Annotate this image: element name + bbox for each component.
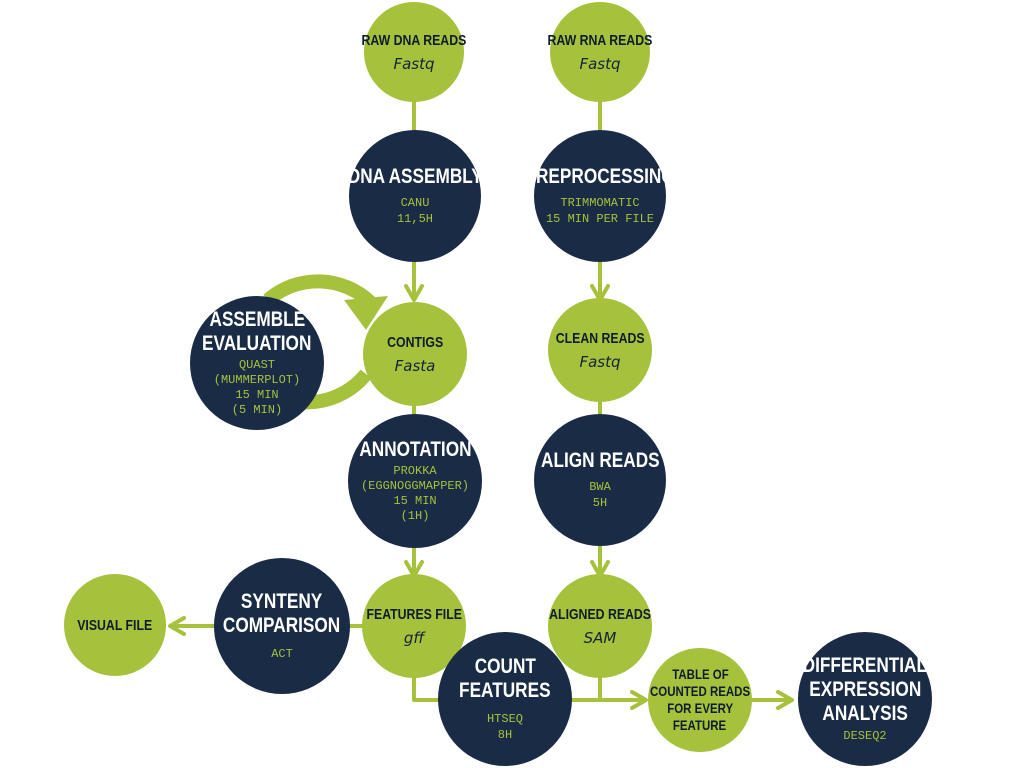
- table-line-1: TABLE OF: [671, 666, 729, 682]
- aligned-reads-title: ALIGNED READS: [549, 606, 651, 623]
- diff-tool: DESEQ2: [843, 729, 887, 743]
- clean-reads-title: CLEAN READS: [555, 330, 645, 347]
- clean-reads-format: Fastq: [579, 353, 621, 371]
- assemble-eval-tool: QUAST: [238, 358, 275, 372]
- raw-rna-format: Fastq: [579, 55, 621, 73]
- count-features-title-2: FEATURES: [459, 679, 551, 702]
- annotation-time-2: (1H): [400, 509, 430, 523]
- visual-file-title: VISUAL FILE: [77, 616, 153, 634]
- table-line-3: FOR EVERY: [667, 700, 733, 716]
- clean-reads-node: CLEAN READS Fastq: [548, 298, 652, 402]
- assemble-evaluation-node: ASSEMBLE EVALUATION QUAST (MUMMERPLOT) 1…: [190, 296, 324, 430]
- dna-assembly-title: DNA ASSEMBLY: [347, 165, 483, 188]
- raw-dna-reads-node: RAW DNA READS Fastq: [361, 2, 467, 102]
- aligned-reads-format: SAM: [583, 629, 617, 647]
- contigs-format: Fasta: [394, 357, 436, 375]
- assemble-eval-tool-2: (MUMMERPLOT): [213, 373, 301, 387]
- contigs-node: CONTIGS Fasta: [363, 302, 467, 406]
- count-features-title-1: COUNT: [474, 655, 536, 678]
- raw-dna-title: RAW DNA READS: [361, 32, 467, 49]
- features-file-title: FEATURES FILE: [366, 606, 462, 623]
- table-line-2: COUNTED READS: [649, 683, 751, 699]
- align-reads-time: 5H: [592, 496, 608, 510]
- dna-assembly-tool: CANU: [400, 196, 430, 210]
- diff-title-2: EXPRESSION: [809, 678, 921, 701]
- preprocessing-title: PREPROCESSING: [524, 165, 676, 188]
- count-features-node: COUNT FEATURES HTSEQ 8H: [438, 632, 572, 766]
- features-file-format: gff: [403, 629, 425, 647]
- assemble-eval-time: 15 MIN: [235, 388, 279, 402]
- table-line-4: FEATURE: [673, 717, 727, 733]
- align-reads-node: ALIGN READS BWA 5H: [534, 414, 666, 546]
- raw-rna-reads-node: RAW RNA READS Fastq: [547, 2, 653, 102]
- table-counted-reads-node: TABLE OF COUNTED READS FOR EVERY FEATURE: [648, 648, 752, 752]
- preprocessing-time: 15 MIN PER FILE: [545, 212, 655, 226]
- differential-expression-node: DIFFERENTIAL EXPRESSION ANALYSIS DESEQ2: [798, 632, 932, 766]
- raw-dna-format: Fastq: [393, 55, 435, 73]
- annotation-tool: PROKKA: [393, 464, 437, 478]
- assemble-eval-title-1: ASSEMBLE: [209, 308, 305, 331]
- assemble-eval-title-2: EVALUATION: [202, 332, 312, 355]
- synteny-title-1: SYNTENY: [241, 590, 323, 613]
- annotation-title: ANNOTATION: [358, 438, 472, 461]
- preprocessing-tool: TRIMMOMATIC: [560, 196, 640, 210]
- synteny-tool: ACT: [271, 647, 293, 661]
- loop-arrow-icon: [263, 274, 375, 308]
- dna-assembly-time: 11,5H: [396, 212, 433, 226]
- synteny-comparison-node: SYNTENY COMPARISON ACT: [214, 558, 350, 694]
- preprocessing-node: PREPROCESSING TRIMMOMATIC 15 MIN PER FIL…: [525, 130, 675, 262]
- annotation-node: ANNOTATION PROKKA (EGGNOGGMAPPER) 15 MIN…: [348, 414, 482, 548]
- synteny-title-2: COMPARISON: [223, 614, 341, 637]
- contigs-title: CONTIGS: [386, 334, 444, 351]
- diff-title-1: DIFFERENTIAL: [802, 654, 928, 677]
- diff-title-3: ANALYSIS: [822, 702, 908, 725]
- visual-file-node: VISUAL FILE: [64, 574, 166, 676]
- assemble-eval-time-2: (5 MIN): [231, 403, 283, 417]
- count-features-tool: HTSEQ: [486, 712, 523, 726]
- align-reads-title: ALIGN READS: [540, 449, 660, 472]
- count-features-time: 8H: [497, 728, 513, 742]
- annotation-tool-2: (EGGNOGGMAPPER): [360, 479, 470, 493]
- annotation-time: 15 MIN: [393, 494, 437, 508]
- align-reads-tool: BWA: [589, 480, 611, 494]
- raw-rna-title: RAW RNA READS: [547, 32, 653, 49]
- aligned-reads-node: ALIGNED READS SAM: [548, 574, 652, 678]
- dna-assembly-node: DNA ASSEMBLY CANU 11,5H: [347, 130, 483, 262]
